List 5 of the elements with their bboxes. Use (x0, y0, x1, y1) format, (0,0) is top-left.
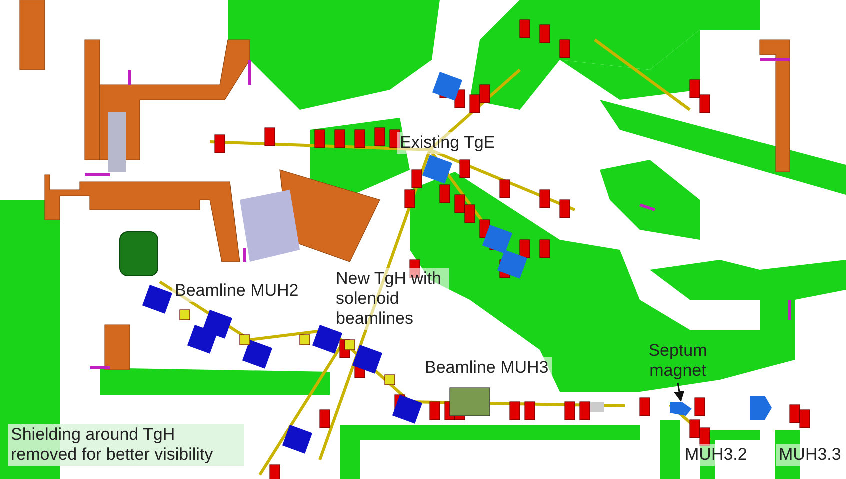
area-label: New TgH with solenoid beamlines (333, 268, 449, 330)
callout-label: Septum magnet (640, 340, 716, 382)
septum-magnet (670, 402, 692, 416)
leader-arrow (674, 382, 685, 402)
note-text: Shielding around TgH removed for better visibility (8, 424, 244, 466)
